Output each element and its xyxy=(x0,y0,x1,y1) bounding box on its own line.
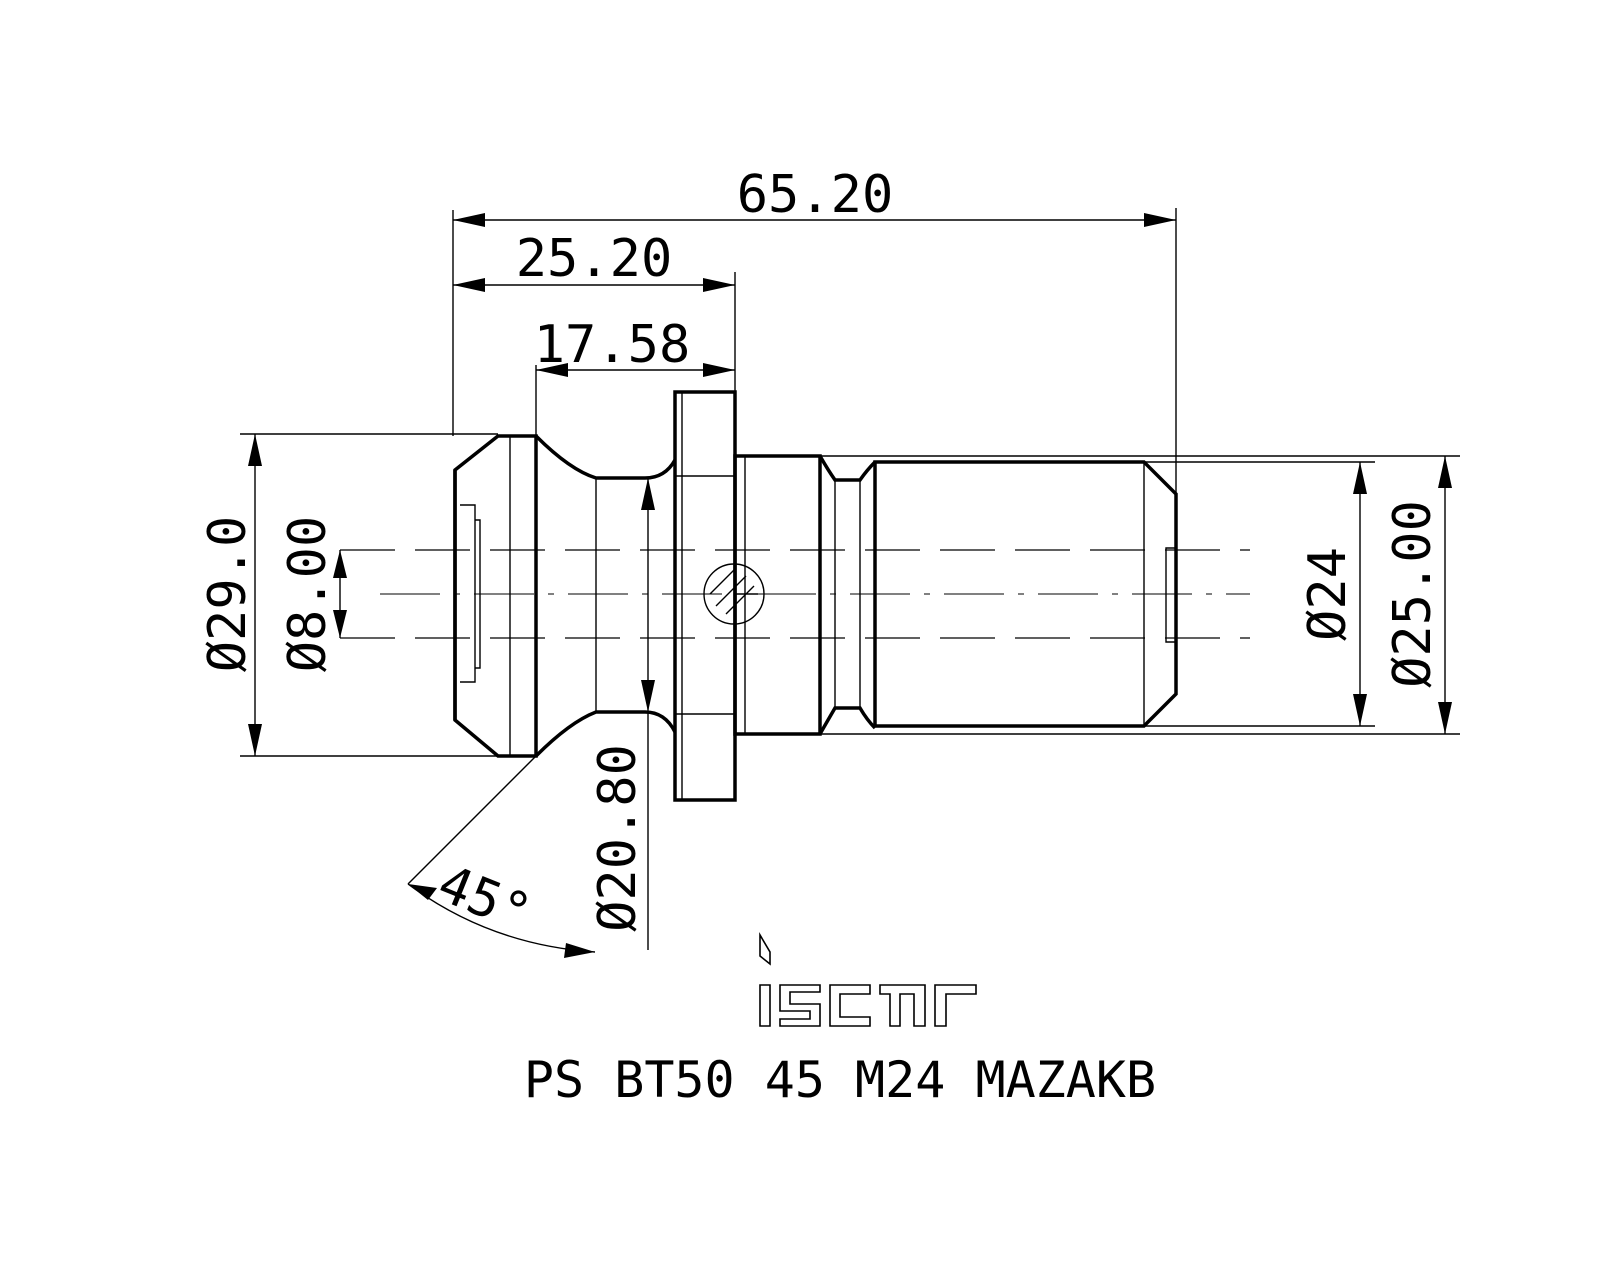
neck-top xyxy=(534,434,677,480)
dim-overall-length: 65.20 xyxy=(737,165,894,225)
head-cone xyxy=(453,434,538,758)
dim-thread-diameter: Ø24 xyxy=(1298,547,1358,641)
dimensions: 65.20 25.20 17.58 Ø29.0 Ø8.00 Ø20.80 xyxy=(198,165,1460,958)
dim-collar-diameter: Ø25.00 xyxy=(1383,500,1443,688)
dim-length-to-flange: 25.20 xyxy=(516,229,673,289)
dim-neck-diameter: Ø20.80 xyxy=(588,744,648,932)
iscar-logo xyxy=(759,932,977,1027)
dim-angle: 45° xyxy=(430,854,540,945)
hidden-lines xyxy=(340,549,1250,639)
thread-body xyxy=(873,460,1178,728)
groove-bottom xyxy=(818,706,877,735)
groove-top xyxy=(818,455,877,482)
dim-head-diameter: Ø29.0 xyxy=(198,516,258,673)
part-number-title: PS BT50 45 M24 MAZAKB xyxy=(524,1051,1156,1109)
dim-neck-to-flange: 17.58 xyxy=(534,315,691,375)
collar xyxy=(733,454,822,736)
pull-stud-outline xyxy=(453,390,1178,802)
dim-bore-diameter: Ø8.00 xyxy=(278,516,338,673)
